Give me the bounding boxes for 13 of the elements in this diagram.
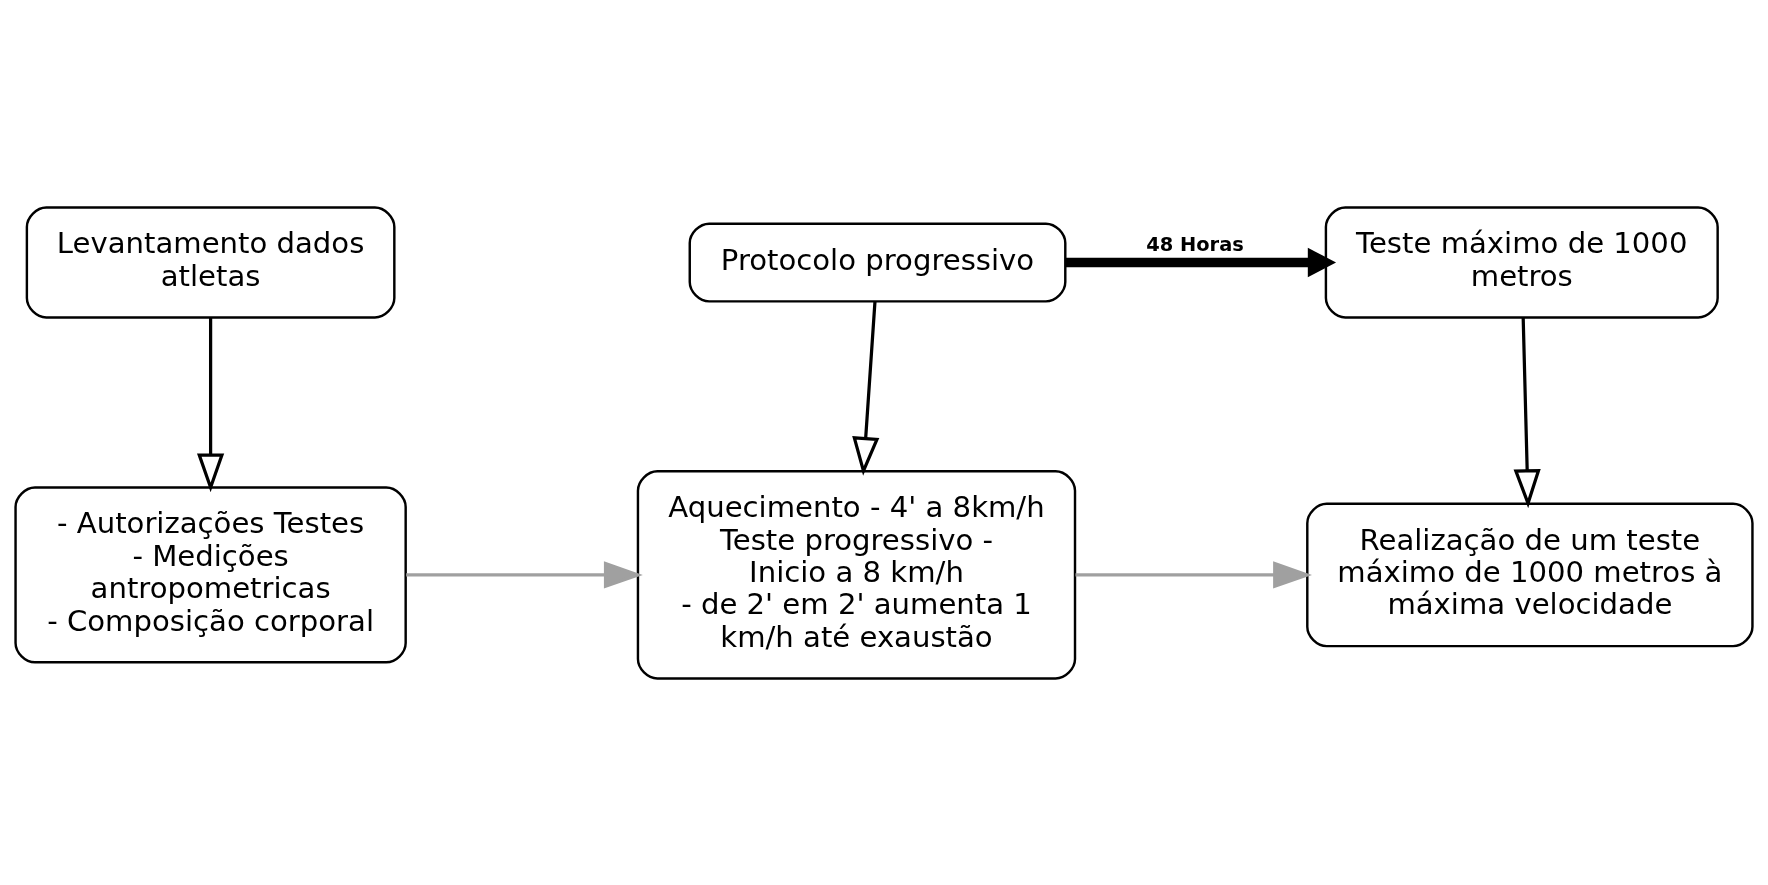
arrow	[1513, 317, 1541, 508]
arrow	[406, 560, 643, 589]
arrow	[852, 300, 880, 476]
arrow	[1065, 247, 1337, 277]
node-box: Realização de um teste máximo de 1000 metros à máxima velocidade	[1306, 502, 1754, 647]
node-box: Aquecimento - 4' a 8km/h Teste progressivo - Inicio a 8 km/h - de 2' em 2' aumenta 1 km/h até exaustão	[636, 469, 1077, 680]
node-box: - Autorizações Testes - Medições antropometricas - Composição corporal	[14, 485, 407, 664]
arrow	[197, 317, 225, 492]
node-box: Levantamento dados atletas	[25, 205, 396, 319]
edge-label: 48 Horas	[1146, 232, 1244, 256]
arrow	[1075, 560, 1312, 589]
node-box: Teste máximo de 1000 metros	[1324, 205, 1719, 319]
node-box: Protocolo progressivo	[688, 221, 1067, 303]
